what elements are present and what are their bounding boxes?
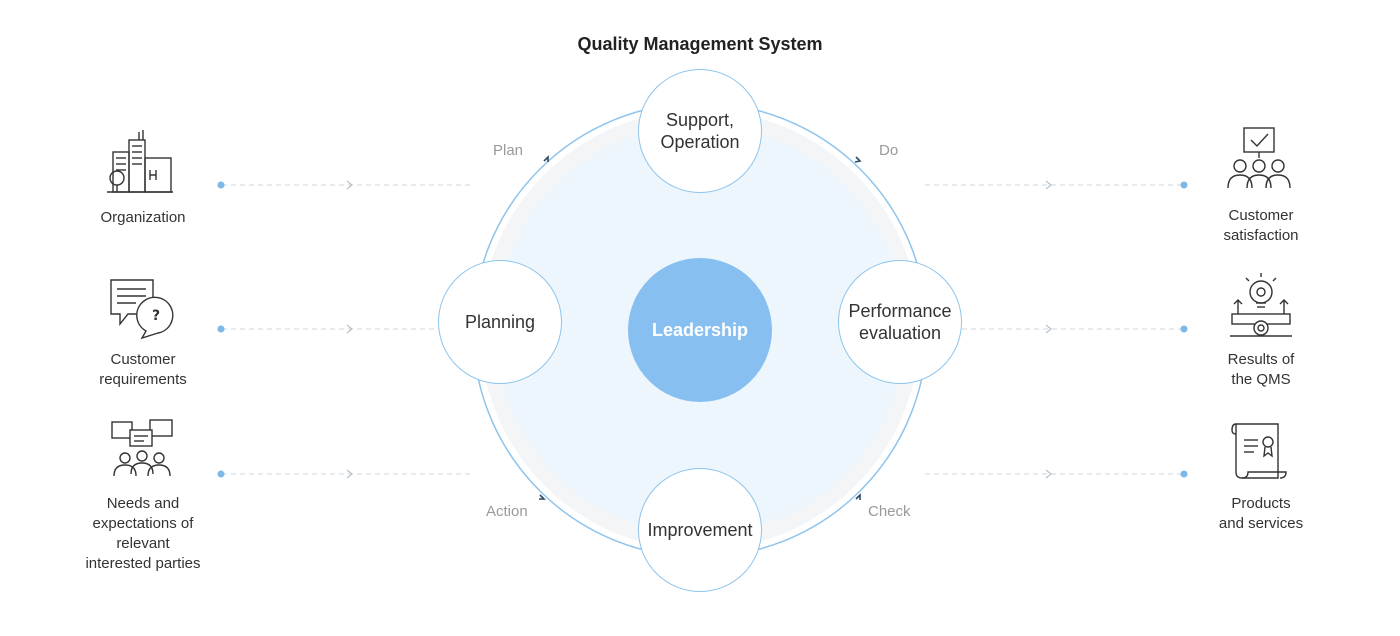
node-label: Improvement [647, 520, 753, 540]
node-planning: Planning [438, 260, 562, 384]
connector-dot [1180, 470, 1188, 478]
leadership-circle: Leadership [628, 258, 772, 402]
arrow-right-icon [346, 324, 353, 334]
svg-text:?: ? [152, 308, 160, 324]
input-connectors [217, 180, 470, 479]
node-performance-evaluation: Performance evaluation [838, 260, 962, 384]
corner-arrow-icon [855, 493, 861, 500]
diagram-title: Quality Management System [577, 34, 823, 54]
input-label: Organization [100, 209, 186, 226]
input-label: Customer requirements [99, 351, 187, 388]
corner-arrow-icon [854, 156, 862, 163]
connector-dot [217, 325, 225, 333]
satisfied-customers-icon [1227, 127, 1291, 189]
output-label: Products and services [1218, 495, 1304, 532]
cycle-arrow-marks [539, 155, 862, 500]
node-label: Performance evaluation [848, 301, 952, 343]
arrow-right-icon [1045, 324, 1052, 334]
building-icon [107, 130, 173, 193]
connector-dot [1180, 325, 1188, 333]
output-label: Results of the QMS [1227, 351, 1295, 388]
input-label: Needs and expectations of relevant inter… [85, 495, 201, 572]
phase-action: Action [486, 503, 528, 520]
corner-arrow-icon [543, 155, 549, 162]
node-label: Support, Operation [660, 110, 740, 152]
award-lightbulb-icon [1230, 273, 1292, 337]
phase-do: Do [879, 142, 899, 159]
output-label: Customer satisfaction [1223, 207, 1299, 244]
connector-dot [1180, 181, 1188, 189]
node-label: Planning [464, 312, 536, 332]
arrow-right-icon [346, 469, 353, 479]
connector-dot [217, 470, 225, 478]
corner-arrow-icon [539, 494, 546, 500]
arrow-right-icon [1045, 180, 1052, 190]
phase-plan: Plan [493, 142, 524, 159]
connector-dot [217, 181, 225, 189]
certificate-scroll-icon [1231, 423, 1287, 479]
arrow-right-icon [1045, 469, 1052, 479]
question-chat-icon: ? [110, 279, 174, 340]
phase-check: Check [868, 503, 911, 520]
discussion-group-icon [111, 419, 173, 477]
output-connectors [925, 180, 1188, 479]
arrow-right-icon [346, 180, 353, 190]
node-support-operation: Support, Operation [638, 69, 762, 193]
node-improvement: Improvement [638, 468, 762, 592]
